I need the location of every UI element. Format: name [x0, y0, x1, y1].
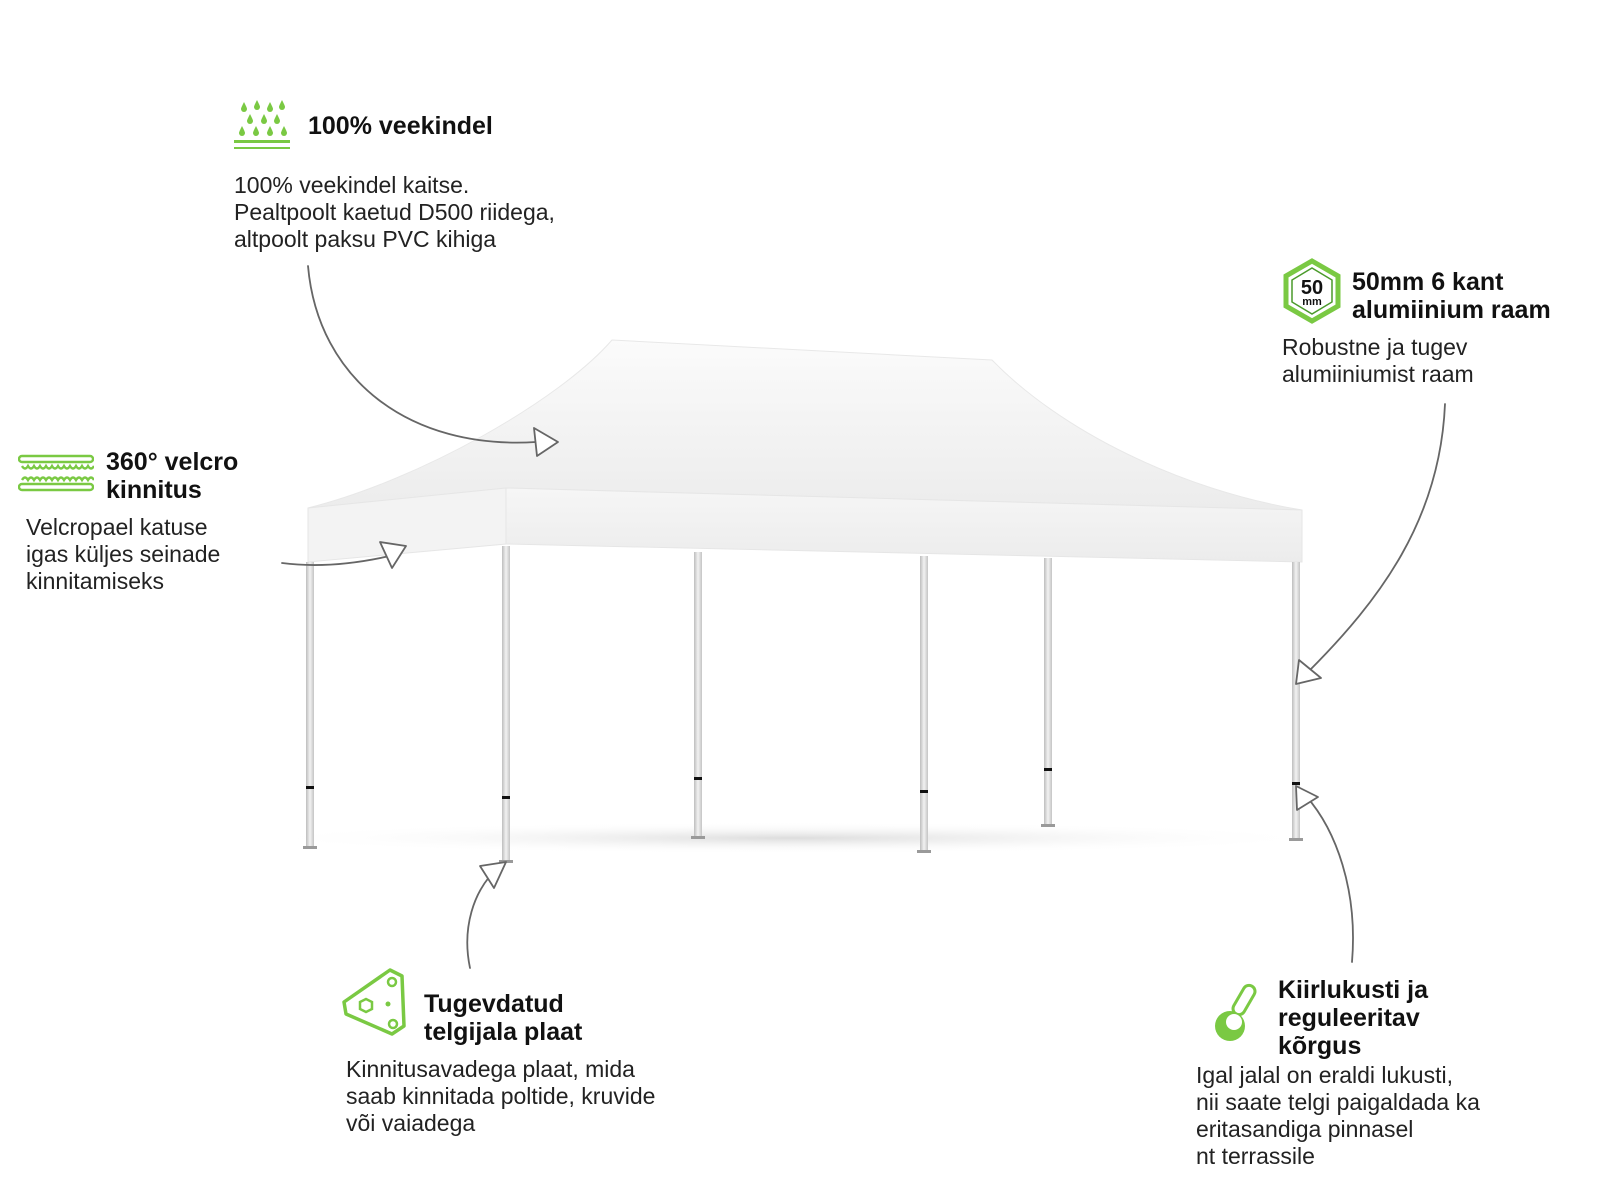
feature-quicklock-description: Igal jalal on eraldi lukusti, nii saate …	[1196, 1062, 1480, 1169]
tent-roof	[307, 339, 1303, 511]
triangle-plate-icon	[342, 968, 406, 1036]
feature-quicklock-title: Kiirlukusti ja reguleeritav kõrgus	[1278, 976, 1429, 1060]
arrowhead-frame	[1295, 659, 1322, 685]
hexagon-50mm-icon: 50 mm	[1283, 258, 1341, 324]
feature-waterproof-title: 100% veekindel	[308, 112, 493, 140]
arrowhead-velcro	[379, 541, 407, 569]
feature-velcro-title: 360° velcro kinnitus	[106, 448, 239, 504]
arrow-velcro	[281, 554, 395, 566]
tent-leg	[694, 552, 702, 838]
tent-leg	[1292, 562, 1300, 840]
arrow-quicklock	[1305, 795, 1354, 963]
quick-lock-icon	[1215, 983, 1257, 1041]
tent-leg	[920, 556, 928, 852]
arrowhead-footplate	[479, 861, 507, 889]
velcro-strip-icon	[18, 454, 94, 492]
tent-valance-front	[505, 487, 1303, 563]
feature-velcro-description: Velcropael katuse igas küljes seinade ki…	[26, 514, 221, 594]
feature-frame-description: Robustne ja tugev alumiiniumist raam	[1282, 334, 1474, 387]
hexagon-icon-number: 50	[1301, 277, 1323, 299]
tent-legs	[303, 546, 1303, 863]
tent-leg	[502, 546, 510, 862]
feature-waterproof-description: 100% veekindel kaitse. Pealtpoolt kaetud…	[234, 172, 555, 252]
arrow-waterproof	[307, 265, 537, 444]
arrowhead-waterproof	[533, 427, 559, 457]
rain-drops-icon	[234, 100, 290, 149]
hexagon-icon-unit: mm	[1302, 296, 1322, 308]
tent-leg	[1044, 558, 1052, 826]
feature-footplate-description: Kinnitusavadega plaat, mida saab kinnita…	[346, 1056, 656, 1136]
tent-valance-side	[307, 487, 507, 563]
arrowhead-quicklock	[1295, 785, 1319, 811]
tent-leg	[306, 562, 314, 848]
feature-footplate-title: Tugevdatud telgijala plaat	[424, 990, 583, 1046]
ground-shadow	[250, 822, 1330, 854]
arrow-frame	[1307, 403, 1446, 673]
feature-frame-title: 50mm 6 kant alumiinium raam	[1352, 268, 1551, 324]
